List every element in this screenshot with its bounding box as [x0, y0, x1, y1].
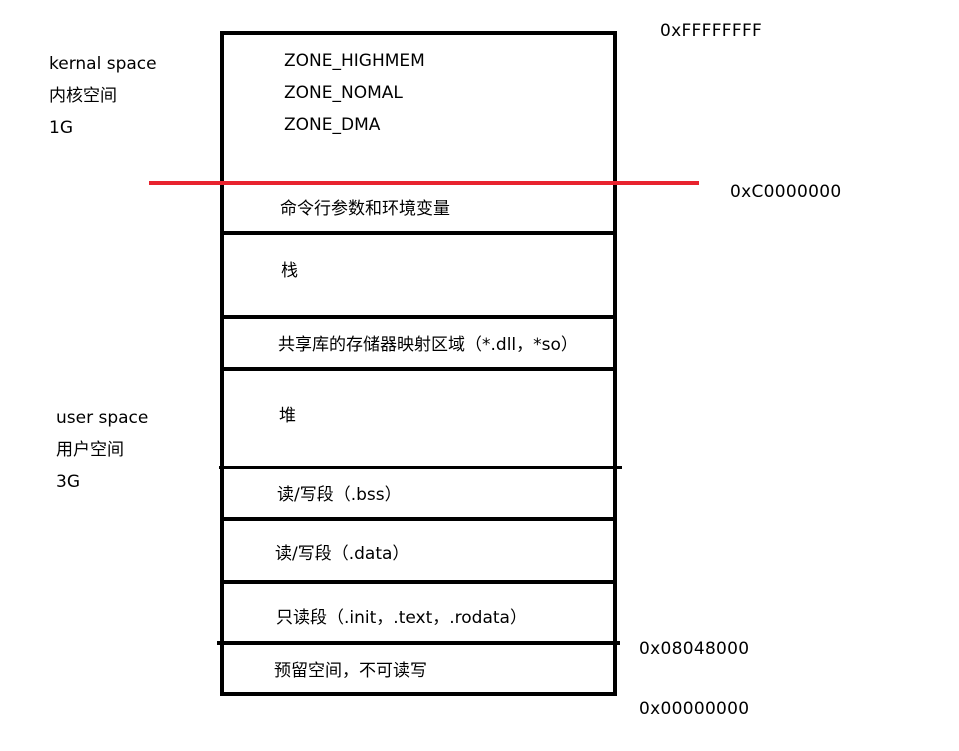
divider-shared-lib-top [220, 315, 617, 319]
address-kernel-boundary: 0xC0000000 [730, 182, 842, 202]
kernel-space-size: 1G [49, 118, 73, 138]
segment-stack: 栈 [281, 261, 298, 281]
divider-rodata-top [220, 580, 617, 584]
kernel-space-label-cn: 内核空间 [49, 86, 117, 106]
user-space-label-cn: 用户空间 [56, 440, 124, 460]
segment-data: 读/写段（.data） [275, 544, 410, 564]
zone-highmem: ZONE_HIGHMEM [284, 51, 425, 71]
zone-dma: ZONE_DMA [284, 115, 381, 135]
segment-heap: 堆 [279, 406, 296, 426]
divider-reserved-top [217, 641, 620, 645]
kernel-space-label-en: kernal space [49, 54, 157, 74]
zone-normal: ZONE_NOMAL [284, 83, 403, 103]
address-top: 0xFFFFFFFF [660, 21, 763, 41]
user-space-label-en: user space [56, 408, 149, 428]
divider-bss-top [219, 466, 622, 469]
segment-text-rodata: 只读段（.init，.text，.rodata） [276, 608, 527, 628]
memory-layout-frame [220, 31, 617, 696]
address-bottom: 0x00000000 [639, 699, 750, 719]
divider-stack-top [220, 231, 617, 235]
user-space-size: 3G [56, 472, 80, 492]
kernel-user-boundary-line [149, 181, 699, 185]
address-reserved-boundary: 0x08048000 [639, 639, 750, 659]
divider-heap-top [220, 367, 617, 371]
segment-shared-lib-mmap: 共享库的存储器映射区域（*.dll，*so） [278, 335, 578, 355]
segment-reserved: 预留空间，不可读写 [274, 661, 427, 681]
segment-cmdline-env: 命令行参数和环境变量 [280, 199, 450, 219]
divider-data-top [220, 517, 617, 521]
segment-bss: 读/写段（.bss） [277, 485, 402, 505]
